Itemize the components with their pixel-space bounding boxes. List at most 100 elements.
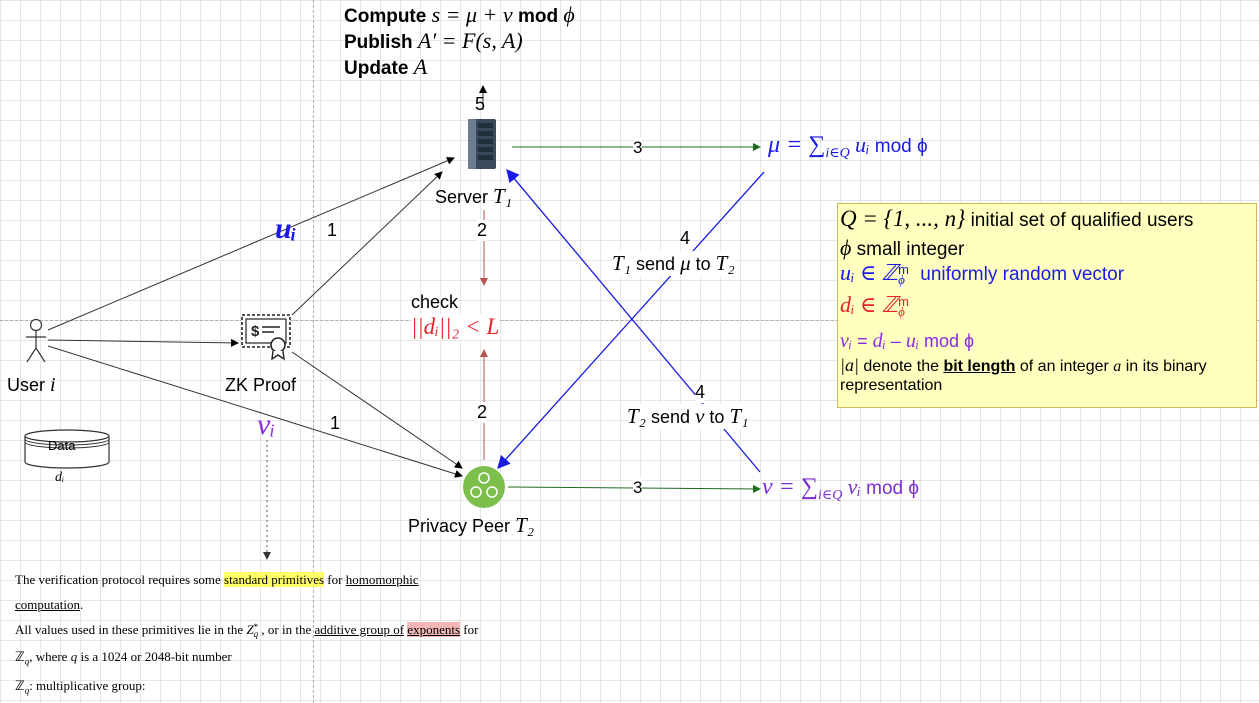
step-2-upper: 2 [477, 220, 488, 241]
bottom-p5-math: ℤ [15, 678, 25, 693]
peer-label-math: T₂ [515, 513, 535, 537]
arrow-vi-text [263, 552, 271, 560]
publish-label: Publish [344, 32, 413, 53]
t2-send-label: T₂ send ν to T₁ [627, 404, 749, 429]
note-line-1: Q = {1, ..., n} initial set of qualified… [840, 206, 1193, 232]
edge-user-peer [47, 345, 463, 478]
user-label-math: i [50, 374, 56, 396]
definitions-note[interactable]: Q = {1, ..., n} initial set of qualified… [837, 203, 1257, 408]
update-label: Update [344, 58, 409, 79]
user-actor-icon[interactable] [23, 318, 49, 366]
note-line-5: vᵢ = dᵢ – uᵢ mod ϕ [840, 330, 974, 353]
note-l3-text: uniformly random vector [920, 264, 1125, 285]
bottom-p5-sub: q [24, 685, 30, 696]
privacy-peer-icon[interactable] [462, 465, 506, 509]
step-1-upper: 1 [327, 220, 338, 240]
step-3-lower: 3 [633, 478, 643, 498]
mu-formula-rest: uᵢ [855, 132, 870, 157]
bottom-para-5: ℤq: multiplicative group: [15, 678, 145, 696]
publish-math: A′ = F(s, A) [417, 28, 523, 53]
step-4-lower: 4 [695, 382, 706, 403]
note-l5-a: vᵢ [840, 330, 853, 352]
note-l6-b: bit length [943, 358, 1016, 375]
bottom-p3-b: , or in the [261, 622, 312, 637]
note-l5-e: uᵢ [905, 330, 919, 352]
step-3-upper: 3 [633, 138, 643, 158]
note-l4-math: dᵢ ∈ ℤ [840, 292, 899, 317]
note-l4-sub: ϕ [898, 303, 905, 319]
bottom-p4-b: is a 1024 or 2048-bit number [80, 649, 232, 664]
note-line-2: ϕ small integer [840, 235, 964, 261]
note-l2-math: ϕ [840, 235, 852, 260]
t2-send-text-d: to [709, 407, 725, 427]
vi-label: vᵢ [257, 408, 276, 441]
user-label: User i [7, 374, 56, 397]
t1-send-text-b: send [636, 254, 676, 274]
guide-line-vertical [313, 0, 314, 703]
edge-zk-peer [291, 351, 463, 469]
t2-send-math-e: T₁ [729, 404, 749, 428]
bottom-p1-hl: standard primitives [224, 572, 325, 587]
bottom-p3-supsub: *q [253, 622, 259, 640]
bottom-para-1: The verification protocol requires some … [15, 572, 419, 588]
t2-send-text-b: send [651, 407, 691, 427]
compute-phi: ϕ [563, 2, 575, 27]
step-2-lower: 2 [477, 402, 488, 423]
bottom-p4-a: , where [29, 649, 68, 664]
note-l5-f: mod ϕ [924, 331, 975, 351]
bottom-p3-ul1: additive group of [314, 622, 405, 637]
t1-send-text-d: to [695, 254, 711, 274]
bottom-p1-ul: homomorphic [345, 572, 419, 587]
compute-mod: mod [517, 6, 559, 27]
note-l6-c: of an integer [1019, 358, 1109, 375]
note-l1-math: Q = {1, ..., n} [840, 206, 966, 231]
data-cylinder-icon[interactable] [23, 428, 111, 470]
bottom-para-4: ℤq, where q is a 1024 or 2048-bit number [15, 649, 232, 667]
t1-send-math-a: T₁ [612, 251, 631, 275]
bottom-p3-sup: * [253, 622, 259, 633]
peer-label-text: Privacy Peer [408, 516, 511, 536]
t1-send-label: T₁ send μ to T₂ [612, 251, 735, 276]
note-l1-text: initial set of qualified users [970, 210, 1194, 231]
server-label-text: Server [435, 187, 489, 207]
server-icon[interactable] [466, 117, 500, 171]
edge-mu-peer [497, 171, 765, 469]
note-l6-a: denote the [863, 358, 939, 375]
bottom-p2: computation [15, 597, 80, 612]
server-label-math: T₁ [493, 184, 513, 208]
compute-line: Compute s = μ + ν mod ϕ [344, 2, 575, 28]
t1-send-math-e: T₂ [715, 251, 735, 275]
mu-formula: μ = ∑i∈Q uᵢ mod ϕ [768, 132, 928, 162]
ui-label: uᵢ [275, 212, 297, 245]
note-l2-text: small integer [856, 239, 965, 260]
nu-formula-sub: i∈Q [817, 487, 843, 503]
bottom-p4-sub: q [24, 656, 30, 667]
svg-text:$: $ [251, 323, 260, 340]
bottom-p4-math: ℤ [15, 649, 25, 664]
note-l4-sup: m [898, 293, 909, 309]
bottom-p4-q: q [70, 649, 78, 664]
data-label: Data [48, 438, 76, 453]
note-l3-sub: ϕ [898, 271, 905, 287]
step-5: 5 [475, 94, 486, 114]
mu-formula-sub: i∈Q [825, 145, 850, 161]
server-label: Server T₁ [435, 184, 512, 209]
note-l6-d: a [1113, 358, 1122, 375]
data-math: dᵢ [55, 470, 65, 485]
note-l5-b: = [857, 331, 868, 351]
user-label-text: User [7, 375, 46, 395]
compute-label: Compute [344, 6, 427, 27]
compute-math: s = μ + ν [431, 2, 513, 27]
edge-user-server [47, 157, 455, 331]
note-l3-math: uᵢ ∈ ℤ [840, 260, 899, 285]
bottom-p3-sub: q [253, 629, 259, 640]
bottom-p1-a: The verification protocol requires some [15, 572, 221, 587]
peer-label: Privacy Peer T₂ [408, 513, 534, 538]
certificate-icon[interactable]: $ [240, 313, 294, 361]
nu-formula: ν = ∑i∈Q vᵢ mod ϕ [762, 474, 919, 504]
bottom-p3-a: All values used in these primitives lie … [15, 622, 244, 637]
note-l5-d: – [890, 331, 901, 351]
